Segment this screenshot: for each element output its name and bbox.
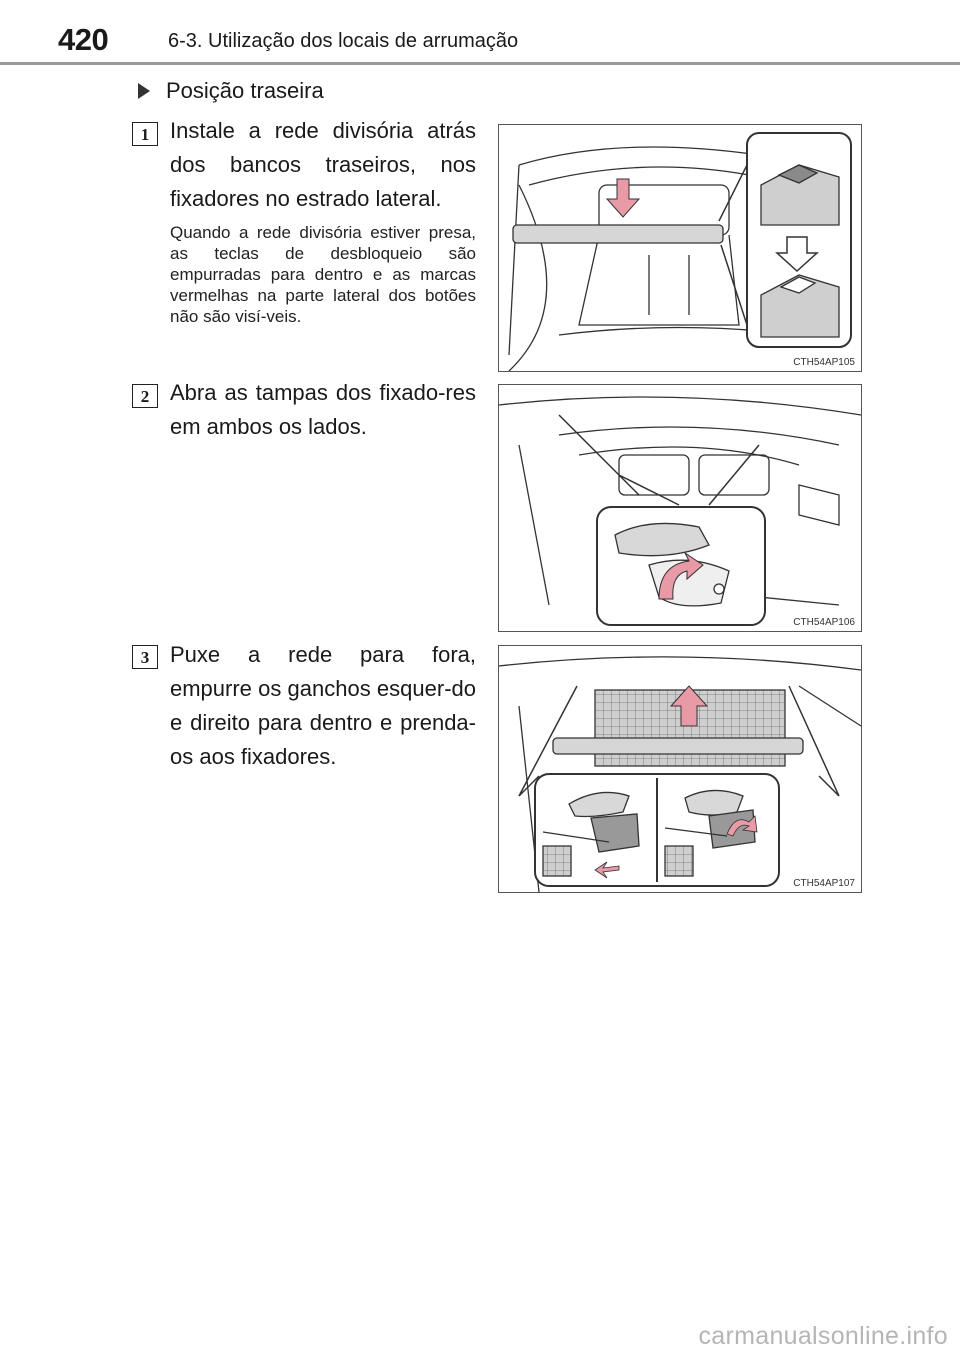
page-header: 420 6-3. Utilização dos locais de arruma… — [0, 0, 960, 65]
figure-step-1: CTH54AP105 — [498, 124, 862, 372]
watermark: carmanualsonline.info — [698, 1322, 948, 1350]
subheading: Posição traseira — [138, 78, 324, 104]
figure-step-3: CTH54AP107 — [498, 645, 862, 893]
figure-3-illustration — [499, 656, 861, 892]
arrow-up-icon — [669, 685, 709, 727]
triangle-bullet-icon — [138, 83, 150, 99]
step-2-text: Abra as tampas dos fixado-res em ambos o… — [170, 380, 476, 439]
figure-1-illustration — [508, 132, 852, 371]
curved-arrow-icon — [726, 815, 758, 837]
figure-2-illustration — [499, 396, 861, 626]
arrow-down-icon — [605, 178, 641, 218]
subheading-text: Posição traseira — [166, 78, 324, 103]
section-title: 6-3. Utilização dos locais de arrumação — [168, 30, 519, 52]
figure-2-code: CTH54AP106 — [793, 617, 855, 628]
step-1-badge: 1 — [132, 122, 158, 146]
net-roller — [512, 224, 724, 244]
page-number: 420 — [58, 22, 109, 57]
curved-arrow-icon — [658, 551, 704, 600]
step-1-note: Quando a rede divisória estiver presa, a… — [170, 223, 476, 326]
arrow-left-icon — [594, 861, 620, 879]
step-2-badge: 2 — [132, 384, 158, 408]
figure-3-code: CTH54AP107 — [793, 878, 855, 889]
header-divider — [0, 62, 960, 65]
figure-1-code: CTH54AP105 — [793, 357, 855, 368]
outline-arrow-down-icon — [775, 236, 819, 273]
step-1-text: Instale a rede divisória atrás dos banco… — [170, 118, 476, 211]
step-3-badge: 3 — [132, 645, 158, 669]
figure-step-2: CTH54AP106 — [498, 384, 862, 632]
step-3-text: Puxe a rede para fora, empurre os gancho… — [170, 642, 476, 769]
net-roller — [552, 737, 804, 755]
